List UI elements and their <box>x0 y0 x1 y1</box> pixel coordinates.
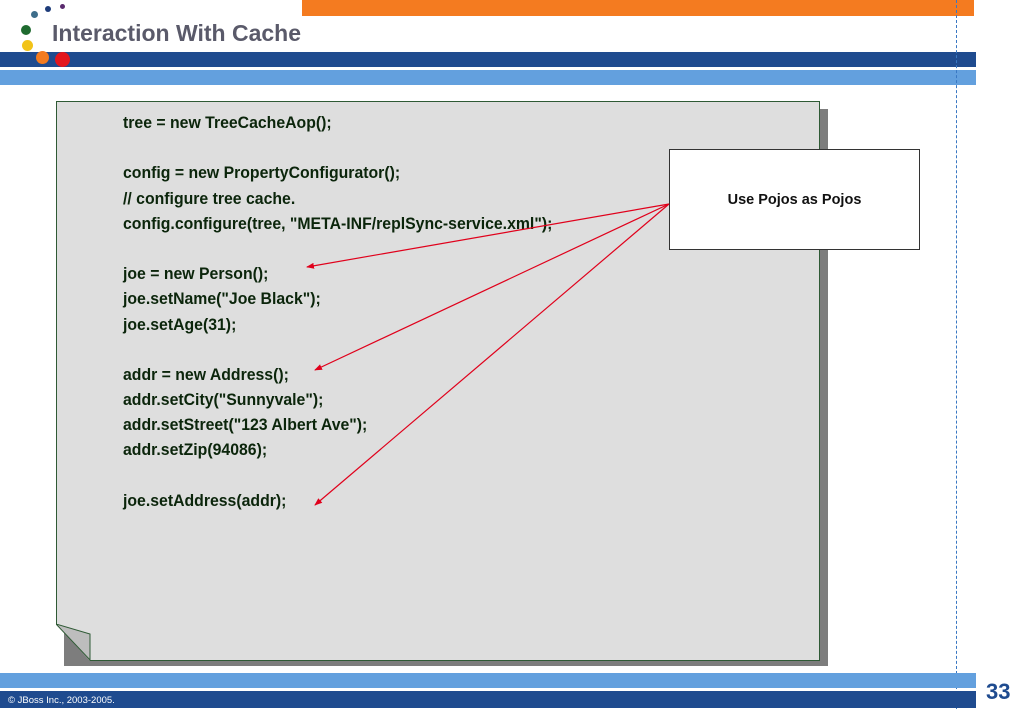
code-line: config.configure(tree, "META-INF/replSyn… <box>123 213 553 233</box>
logo-dot <box>21 25 31 35</box>
code-line <box>123 463 552 488</box>
header-dark-bar <box>0 52 976 67</box>
header-light-bar <box>0 70 976 85</box>
logo-dot <box>45 6 51 12</box>
code-line: joe.setAge(31); <box>123 314 237 334</box>
code-line <box>123 236 552 261</box>
code-line <box>123 135 552 160</box>
code-line: addr.setZip(94086); <box>123 440 268 460</box>
code-line: addr = new Address(); <box>123 364 289 384</box>
code-line: addr.setCity("Sunnyvale"); <box>123 390 324 410</box>
code-line: tree = new TreeCacheAop(); <box>123 113 332 132</box>
footer-copyright: © JBoss Inc., 2003-2005. <box>8 695 115 706</box>
code-line: joe.setAddress(addr); <box>123 490 287 510</box>
logo-dot <box>31 11 38 18</box>
code-line: // configure tree cache. <box>123 188 296 208</box>
code-line: joe = new Person(); <box>123 264 269 284</box>
margin-guide-line <box>956 0 957 709</box>
code-block: tree = new TreeCacheAop(); config = new P… <box>123 110 552 513</box>
logo-dot <box>36 51 49 64</box>
page-number: 33 <box>986 679 1011 704</box>
folded-corner <box>56 624 91 660</box>
footer-dark-bar <box>0 691 976 708</box>
logo-dot <box>60 4 65 9</box>
footer-light-bar <box>0 673 976 688</box>
logo-dot <box>55 52 70 67</box>
logo-dot <box>22 40 33 51</box>
callout-box: Use Pojos as Pojos <box>669 149 920 250</box>
header-orange-bar <box>302 0 974 16</box>
slide-title: Interaction With Cache <box>52 20 301 46</box>
code-line: addr.setStreet("123 Albert Ave"); <box>123 415 368 435</box>
code-line: joe.setName("Joe Black"); <box>123 289 321 309</box>
code-line: config = new PropertyConfigurator(); <box>123 163 401 183</box>
callout-text: Use Pojos as Pojos <box>727 191 862 208</box>
code-line <box>123 337 552 362</box>
